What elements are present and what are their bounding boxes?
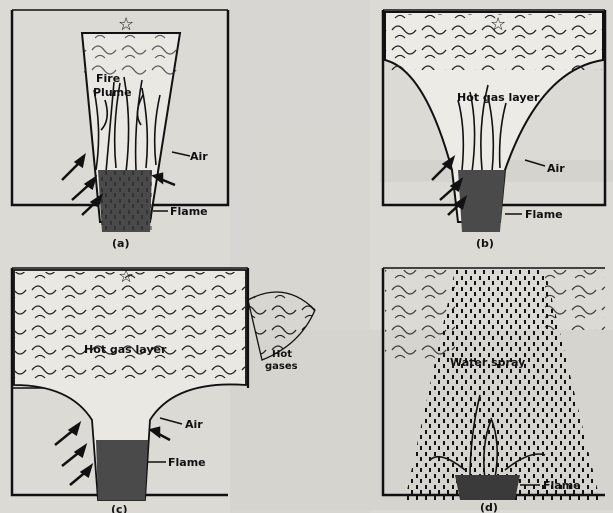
panel-c-flame-label: Flame <box>168 456 206 469</box>
vent-star-icon: ☆ <box>118 266 134 287</box>
panel-b: ☆ Hot gas layer Air Flame (b) <box>383 10 605 250</box>
panel-b-caption: (b) <box>476 237 494 250</box>
panel-b-air-label: Air <box>547 162 565 175</box>
panel-b-flame-label: Flame <box>525 208 563 221</box>
panel-a-caption: (a) <box>112 237 129 250</box>
vent-star-icon: ☆ <box>118 14 134 35</box>
panel-c-air-label: Air <box>185 418 203 431</box>
panel-a-flame-label: Flame <box>170 205 208 218</box>
panel-d-spray-label: Water spray <box>450 356 525 369</box>
panel-d-flame-label: Flame <box>543 479 581 492</box>
panel-a-air-label: Air <box>190 150 208 163</box>
vent-star-icon: ☆ <box>490 14 506 35</box>
panel-c-layer-label: Hot gas layer <box>84 343 167 356</box>
panel-a: ☆ Fire Plume Air Flame (a) <box>12 10 228 250</box>
panel-c-caption: (c) <box>111 503 128 513</box>
panel-b-layer-label: Hot gas layer <box>457 91 540 104</box>
panel-d-caption: (d) <box>480 501 498 513</box>
